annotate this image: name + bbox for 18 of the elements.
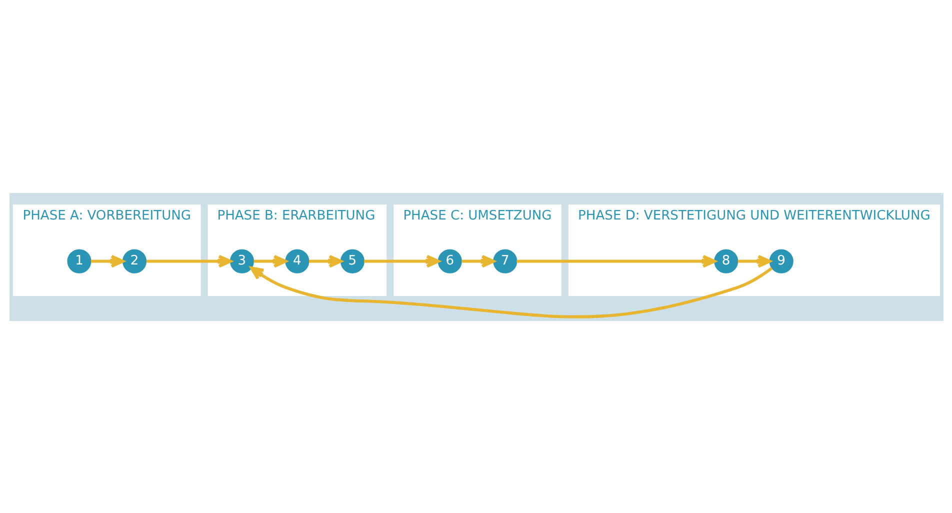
node-circle: 4 [284, 248, 309, 273]
node-circle: 2 [122, 248, 146, 273]
arrow [90, 254, 124, 268]
arrow [250, 266, 772, 318]
arrow [737, 254, 771, 268]
arrow [461, 254, 494, 268]
arrow [253, 254, 286, 268]
arrow [364, 254, 440, 268]
node-circle: 6 [437, 248, 462, 273]
arrow [146, 254, 232, 268]
node-circle: 8 [714, 248, 738, 273]
node-circle: 7 [492, 248, 517, 273]
node-circle: 5 [340, 248, 364, 273]
arrow [308, 254, 342, 268]
node-circle: 9 [768, 248, 793, 273]
node-circle: 3 [229, 248, 254, 273]
node-circle: 1 [66, 248, 91, 273]
arrow [516, 254, 716, 268]
